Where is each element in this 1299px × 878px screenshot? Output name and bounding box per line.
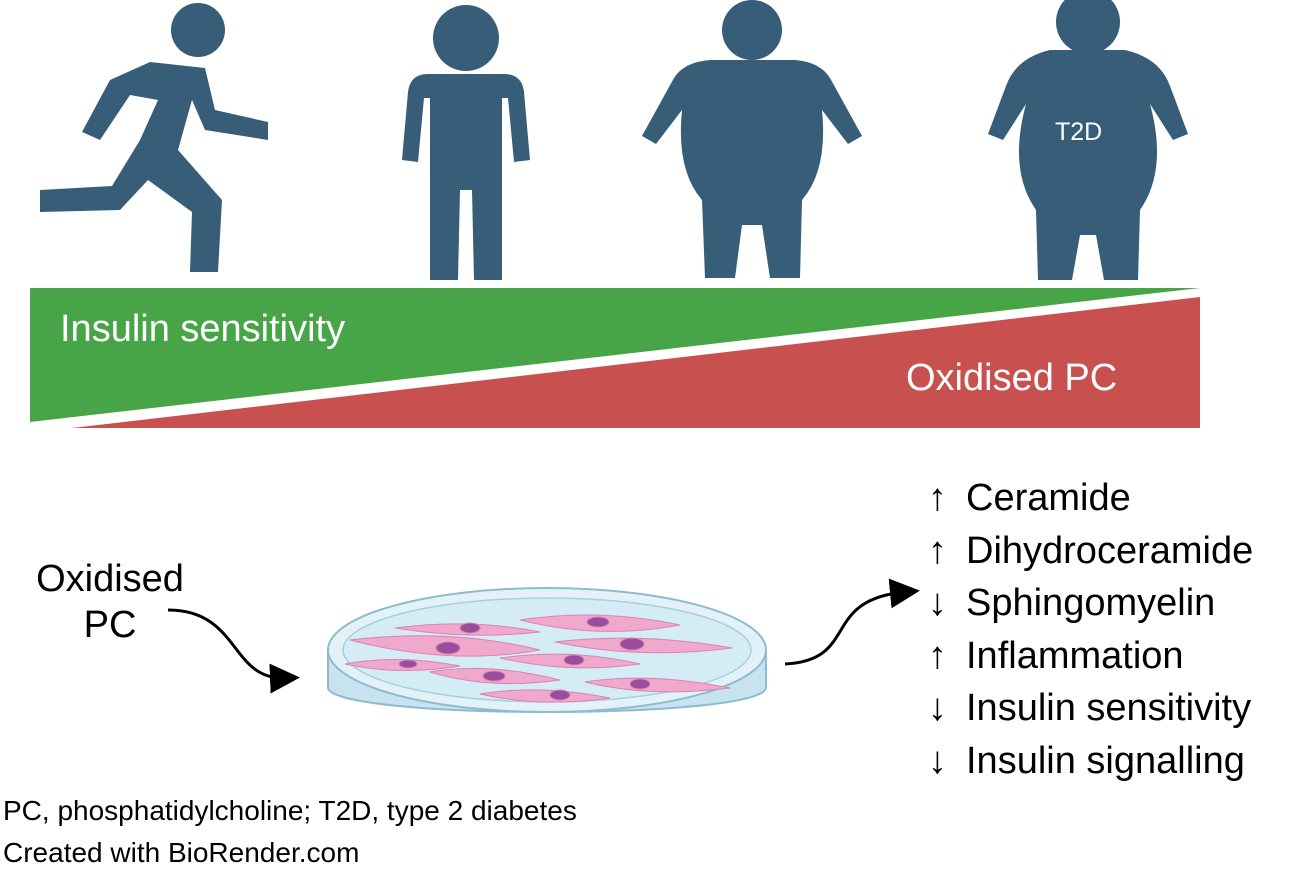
effect-label: Inflammation xyxy=(966,634,1184,677)
oxidised-pc-wedge xyxy=(72,297,1200,428)
down-arrow-icon: ↓ xyxy=(928,739,947,782)
down-arrow-icon: ↓ xyxy=(928,582,947,624)
cell xyxy=(584,677,731,693)
body-progression-figures xyxy=(40,0,1188,280)
effect-insulin-signalling: ↓ Insulin signalling xyxy=(928,735,1253,788)
insulin-sensitivity-wedge xyxy=(30,288,1200,422)
gradient-bar xyxy=(30,288,1200,428)
effect-label: Insulin signalling xyxy=(966,739,1245,782)
oxidised-pc-bar-label: Oxidised PC xyxy=(906,357,1118,399)
down-arrow-icon: ↓ xyxy=(928,687,947,729)
cell xyxy=(479,689,611,703)
figure-footer: PC, phosphatidylcholine; T2D, type 2 dia… xyxy=(3,790,577,874)
effect-label: Ceramide xyxy=(966,477,1131,519)
insulin-sensitivity-label: Insulin sensitivity xyxy=(60,308,346,350)
cells-group xyxy=(344,614,733,703)
treatment-input-label: Oxidised PC xyxy=(0,556,220,648)
standing-person-icon xyxy=(402,5,530,280)
effect-label: Insulin sensitivity xyxy=(966,687,1252,729)
t2d-person-icon xyxy=(988,0,1188,280)
up-arrow-icon: ↑ xyxy=(928,634,947,677)
effect-dihydroceramide: ↑ Dihydroceramide xyxy=(928,525,1253,578)
up-arrow-icon: ↑ xyxy=(928,477,947,519)
effect-label: Sphingomyelin xyxy=(966,582,1216,624)
treatment-input-line2: PC xyxy=(83,604,137,646)
treatment-input-line1: Oxidised xyxy=(36,558,184,600)
abbreviations-note: PC, phosphatidylcholine; T2D, type 2 dia… xyxy=(3,795,577,826)
up-arrow-icon: ↑ xyxy=(928,529,947,572)
effect-inflammation: ↑ Inflammation xyxy=(928,630,1253,683)
effect-insulin-sensitivity: ↓ Insulin sensitivity xyxy=(928,682,1253,735)
runner-icon xyxy=(40,3,268,272)
effect-label: Dihydroceramide xyxy=(966,529,1254,572)
credit-note: Created with BioRender.com xyxy=(3,837,360,868)
effect-ceramide: ↑ Ceramide xyxy=(928,472,1253,525)
output-arrow xyxy=(784,578,920,666)
t2d-figure-label: T2D xyxy=(1055,118,1103,146)
effect-sphingomyelin: ↓ Sphingomyelin xyxy=(928,577,1253,630)
overweight-person-icon xyxy=(642,0,862,278)
effects-list: ↑ Ceramide ↑ Dihydroceramide ↓ Sphingomyeli… xyxy=(928,472,1253,787)
input-arrow xyxy=(167,608,300,694)
